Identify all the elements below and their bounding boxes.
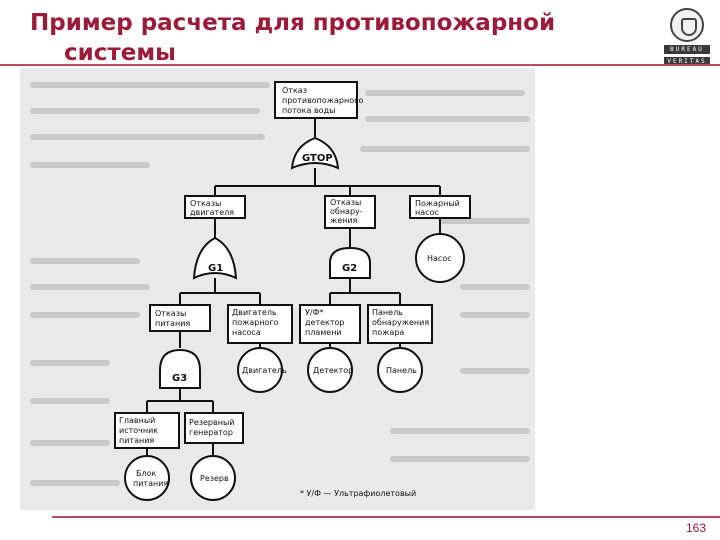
- slide-title-line1: Пример расчета для противопожарной: [30, 10, 556, 36]
- pump-box-l1: Пожарный: [415, 199, 460, 208]
- detector-circle-label: Детектор: [313, 366, 353, 375]
- power-fail-l1: Отказы: [155, 309, 186, 318]
- detect-fail-l2: обнару-: [330, 207, 363, 216]
- event-shapes: [114, 81, 471, 501]
- main-source-box: [114, 412, 180, 449]
- gate-g1-label: G1: [208, 263, 223, 274]
- top-event-l2: противопожарного: [282, 96, 363, 105]
- detect-fail-box: [324, 195, 376, 229]
- uv-detector-l1: У/Ф*: [305, 308, 323, 317]
- uv-detector-box: [299, 304, 361, 344]
- pump-engine-l3: насоса: [232, 328, 261, 337]
- svg-text:Отказ: Отказ: [282, 86, 307, 95]
- connector-lines: [146, 118, 441, 458]
- footer-line: [52, 516, 720, 518]
- power-unit-l1: Блок: [136, 469, 156, 478]
- engine-fail-l2: двигателя: [190, 208, 234, 217]
- fault-tree-figure: Отказ противопожарного потока воды GTOP …: [20, 68, 535, 510]
- gate-g3-shape: [159, 348, 201, 389]
- pump-circle-label: Насос: [427, 254, 452, 263]
- uv-detector-l3: пламени: [305, 328, 342, 337]
- power-unit-circle: [124, 455, 170, 501]
- gate-top-shape: [290, 136, 340, 170]
- engine-circle: [237, 347, 283, 393]
- seal-icon: [670, 8, 704, 42]
- title-underline: [0, 64, 720, 66]
- panel-circle: [377, 347, 423, 393]
- power-unit-l2: питания: [133, 479, 168, 488]
- pump-box-l2: насос: [415, 208, 439, 217]
- engine-fail-box: [184, 195, 246, 219]
- gate-top-label: GTOP: [302, 153, 333, 164]
- panel-box-l1: Панель: [372, 308, 403, 317]
- footnote: * У/Ф — Ультрафиолетовый: [300, 489, 416, 498]
- gate-g3-label: G3: [172, 373, 187, 384]
- top-event-l1: Отказ: [282, 86, 307, 95]
- pump-engine-box: [227, 304, 293, 344]
- detector-circle: [307, 347, 353, 393]
- gate-g2-label: G2: [342, 263, 357, 274]
- logo-text: BUREAU: [664, 45, 710, 54]
- top-event-l3: потока воды: [282, 106, 335, 115]
- logo-text-2: VERITAS: [664, 57, 710, 66]
- detect-fail-l3: жения: [330, 216, 358, 225]
- main-source-l3: питания: [119, 436, 154, 445]
- gate-g1-shape: [192, 236, 238, 280]
- power-fail-l2: питания: [155, 319, 190, 328]
- pump-engine-l1: Двигатель: [232, 308, 277, 317]
- page-number: 163: [685, 521, 706, 535]
- diagram-labels: Отказ противопожарного потока воды GTOP …: [119, 86, 460, 498]
- power-fail-box: [149, 304, 211, 332]
- slide-title-line2: системы: [64, 40, 176, 66]
- slide-title: Пример расчета для противопожарной систе…: [30, 8, 630, 68]
- main-source-l2: источник: [119, 426, 158, 435]
- svg-text:потока воды: потока воды: [282, 106, 335, 115]
- panel-box-l2: обнаружения: [372, 318, 429, 327]
- fault-tree-diagram: Отказ противопожарного потока воды GTOP …: [114, 81, 471, 501]
- pump-box: [409, 195, 471, 219]
- backup-gen-box: [184, 412, 244, 444]
- backup-gen-l2: генератор: [189, 428, 233, 437]
- pump-engine-l2: пожарного: [232, 318, 279, 327]
- gate-g2-shape: [329, 246, 371, 279]
- engine-fail-l1: Отказы: [190, 199, 221, 208]
- panel-box: [367, 304, 433, 344]
- panel-circle-label: Панель: [386, 366, 417, 375]
- backup-gen-l1: Резервный: [189, 418, 234, 427]
- reserve-circle: [190, 455, 236, 501]
- detect-fail-l1: Отказы: [330, 198, 361, 207]
- reserve-circle-label: Резерв: [200, 474, 229, 483]
- bureau-veritas-logo: BUREAU VERITAS: [664, 8, 710, 70]
- main-source-l1: Главный: [119, 416, 155, 425]
- uv-detector-l2: детектор: [305, 318, 345, 327]
- engine-circle-label: Двигатель: [242, 366, 287, 375]
- pump-circle: [415, 233, 465, 283]
- top-event-box: [274, 81, 358, 119]
- panel-box-l3: пожара: [372, 328, 404, 337]
- svg-text:противопожарного: противопожарного: [282, 96, 363, 105]
